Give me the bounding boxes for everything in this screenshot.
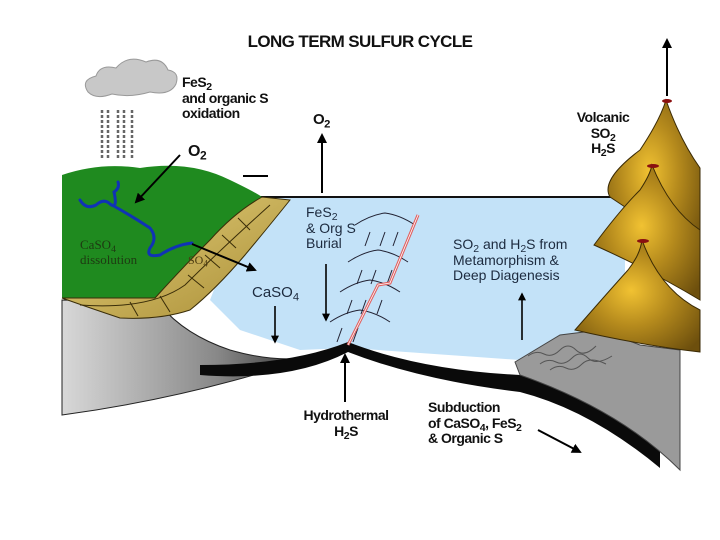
so4-runoff-arrow [191, 243, 257, 272]
subduction-arrow [537, 429, 582, 453]
volcanic-label: Volcanic SO2 H2S [576, 109, 630, 160]
metamorphism-label: SO2 and H2S from Metamorphism & Deep Dia… [453, 236, 568, 284]
oceanic-crust [200, 342, 660, 468]
so4-label: SO4 [188, 253, 208, 269]
caso4-dissolution-label: CaSO4 dissolution [80, 237, 138, 267]
subduction-label: Subduction of CaSO4, FeS2 & Organic S [428, 399, 522, 447]
diagram-title: LONG TERM SULFUR CYCLE [247, 32, 473, 51]
crater [647, 164, 659, 168]
crater [637, 239, 649, 243]
volcanoes [574, 98, 701, 353]
oxidation-label: FeS2 and organic S oxidation [182, 74, 269, 122]
hydrothermal-label: Hydrothermal H2S [303, 407, 389, 442]
accretionary-wedge [514, 329, 681, 472]
caso4-ocean-label: CaSO4 [252, 284, 300, 304]
o2-land-arrow [134, 154, 181, 204]
o2-ocean-label: O2 [313, 111, 330, 131]
o2-land-label: O2 [188, 143, 207, 163]
sediment-slope [61, 196, 291, 319]
land [62, 165, 262, 298]
wedge-strata [527, 345, 613, 371]
rain [100, 110, 134, 160]
burial-label: FeS2 & Org S Burial [306, 204, 356, 252]
cloud [84, 58, 178, 98]
sediment-lines [79, 204, 271, 317]
river [78, 180, 194, 258]
crater [662, 99, 672, 103]
